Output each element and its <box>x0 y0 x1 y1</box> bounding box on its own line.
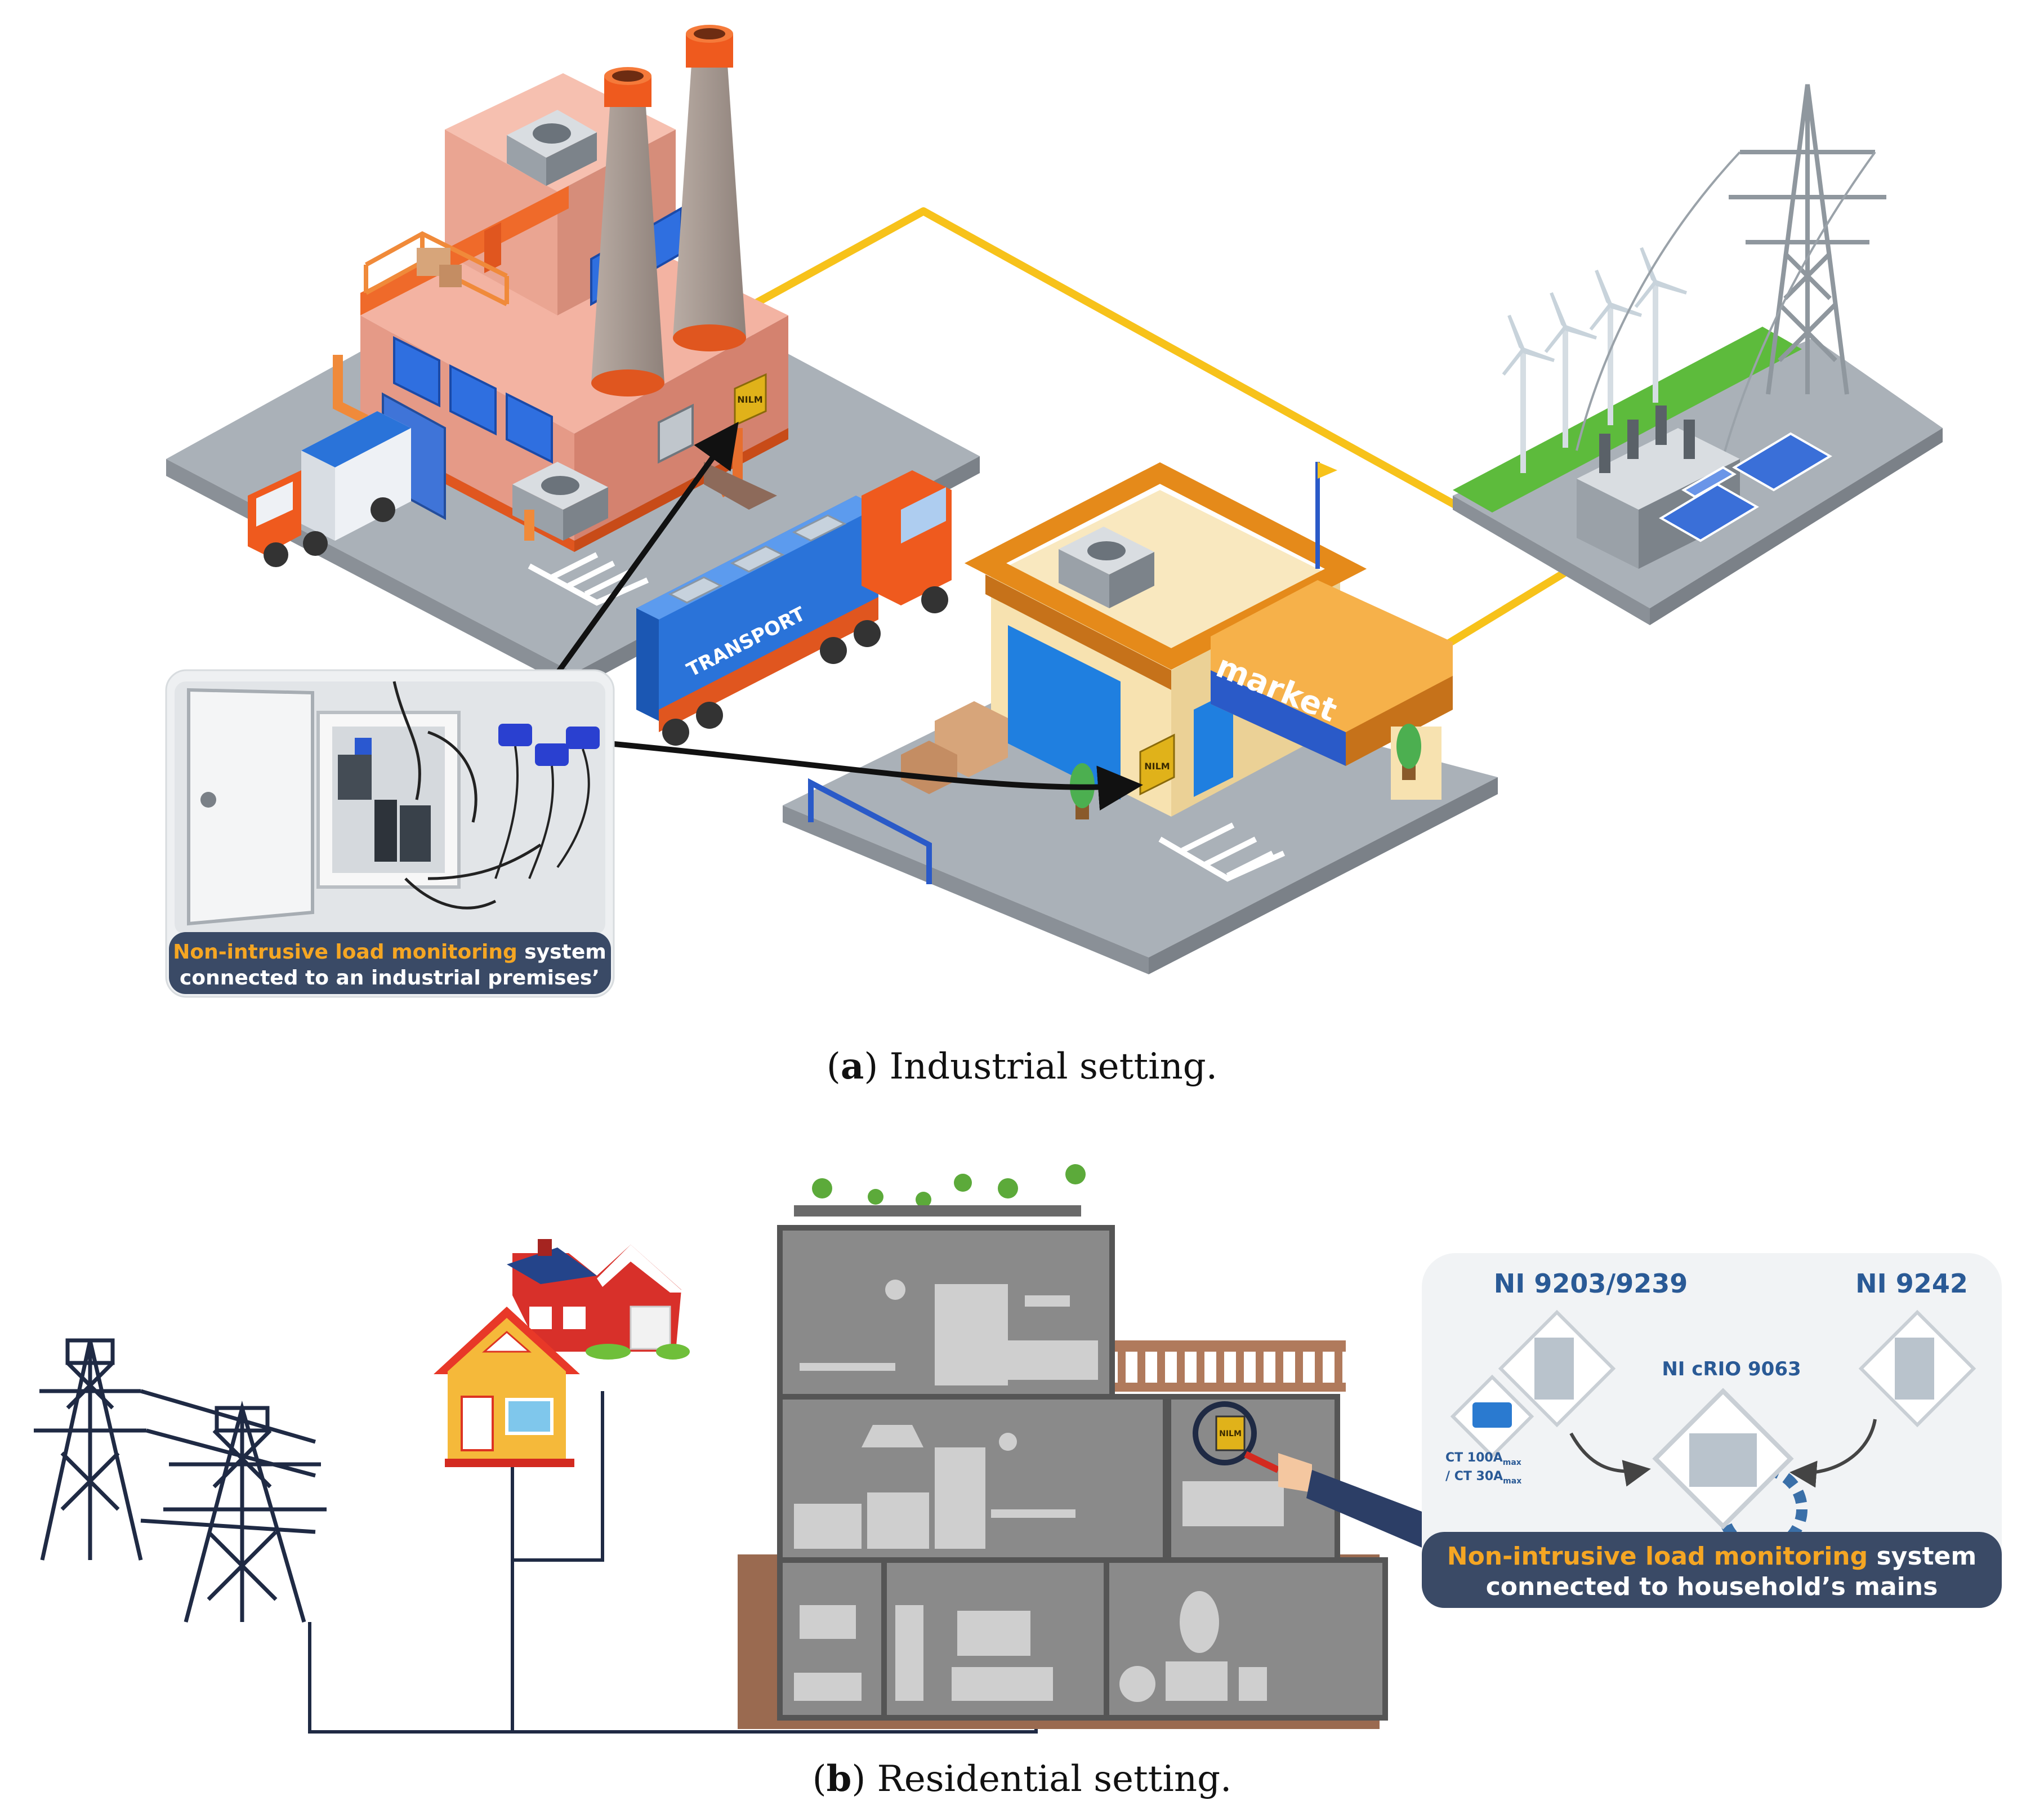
svg-text:Non-intrusive load monitoring: Non-intrusive load monitoring system <box>1447 1542 1977 1571</box>
caption-b: (b) Residential setting. <box>813 1758 1232 1800</box>
panel-b: NILM <box>34 1164 2002 1734</box>
transmission-tower-a <box>1576 84 1886 479</box>
ct-clamp <box>1450 1374 1534 1459</box>
ni-9203-module <box>1498 1309 1616 1428</box>
callout-line2-a: connected to an industrial premises’ <box>180 966 600 990</box>
arrow-to-factory <box>555 421 739 675</box>
svg-text:NILM: NILM <box>1219 1429 1242 1438</box>
callout-highlight-a: Non-intrusive load monitoring <box>173 941 517 964</box>
label-crio: NI cRIO 9063 <box>1662 1358 1801 1380</box>
label-ni-9203: NI 9203/9239 <box>1494 1268 1688 1299</box>
svg-text:NILM: NILM <box>1144 761 1170 772</box>
label-ct-2: / CT 30Amax <box>1445 1469 1521 1486</box>
panel-a: NILM <box>165 25 1943 998</box>
ac-unit-roof <box>507 110 597 186</box>
ni-9242-module <box>1858 1309 1976 1428</box>
svg-text:Non-intrusive load monitoring: Non-intrusive load monitoring system <box>173 941 606 964</box>
transmission-tower-left <box>34 1338 316 1561</box>
ac-unit-ground <box>512 462 608 541</box>
nilm-tag-household: NILM <box>1215 1415 1246 1451</box>
chimney-right <box>673 25 746 351</box>
caption-a: (a) Industrial setting. <box>827 1045 1217 1088</box>
callout-highlight-b: Non-intrusive load monitoring <box>1447 1542 1868 1571</box>
svg-text:NILM: NILM <box>737 394 762 405</box>
solar-panels <box>1659 432 1832 542</box>
arrow-to-market <box>608 741 1143 811</box>
house-yellow <box>434 1307 580 1467</box>
nilm-tag-factory: NILM <box>734 373 767 427</box>
label-ni-9242: NI 9242 <box>1855 1268 1968 1299</box>
chimney-left <box>591 67 664 396</box>
market-building: market NILM <box>901 462 1453 819</box>
delivery-truck <box>248 411 411 567</box>
house-red <box>507 1239 690 1360</box>
power-line <box>747 207 1575 651</box>
nilm-tag-market: NILM <box>1139 733 1175 796</box>
ni-hardware-callout: NI 9203/9239 NI 9242 NI cRIO 9063 CT 100… <box>1422 1253 2002 1608</box>
wind-turbines <box>1502 247 1688 473</box>
apartment-building: NILM <box>738 1164 1475 1729</box>
label-ct-1: CT 100Amax <box>1445 1451 1521 1467</box>
nilm-photo-callout-industrial: Non-intrusive load monitoring system con… <box>165 669 615 998</box>
callout-line2-b: connected to household’s mains <box>1486 1572 1938 1601</box>
transmission-tower-right <box>163 1400 327 1623</box>
